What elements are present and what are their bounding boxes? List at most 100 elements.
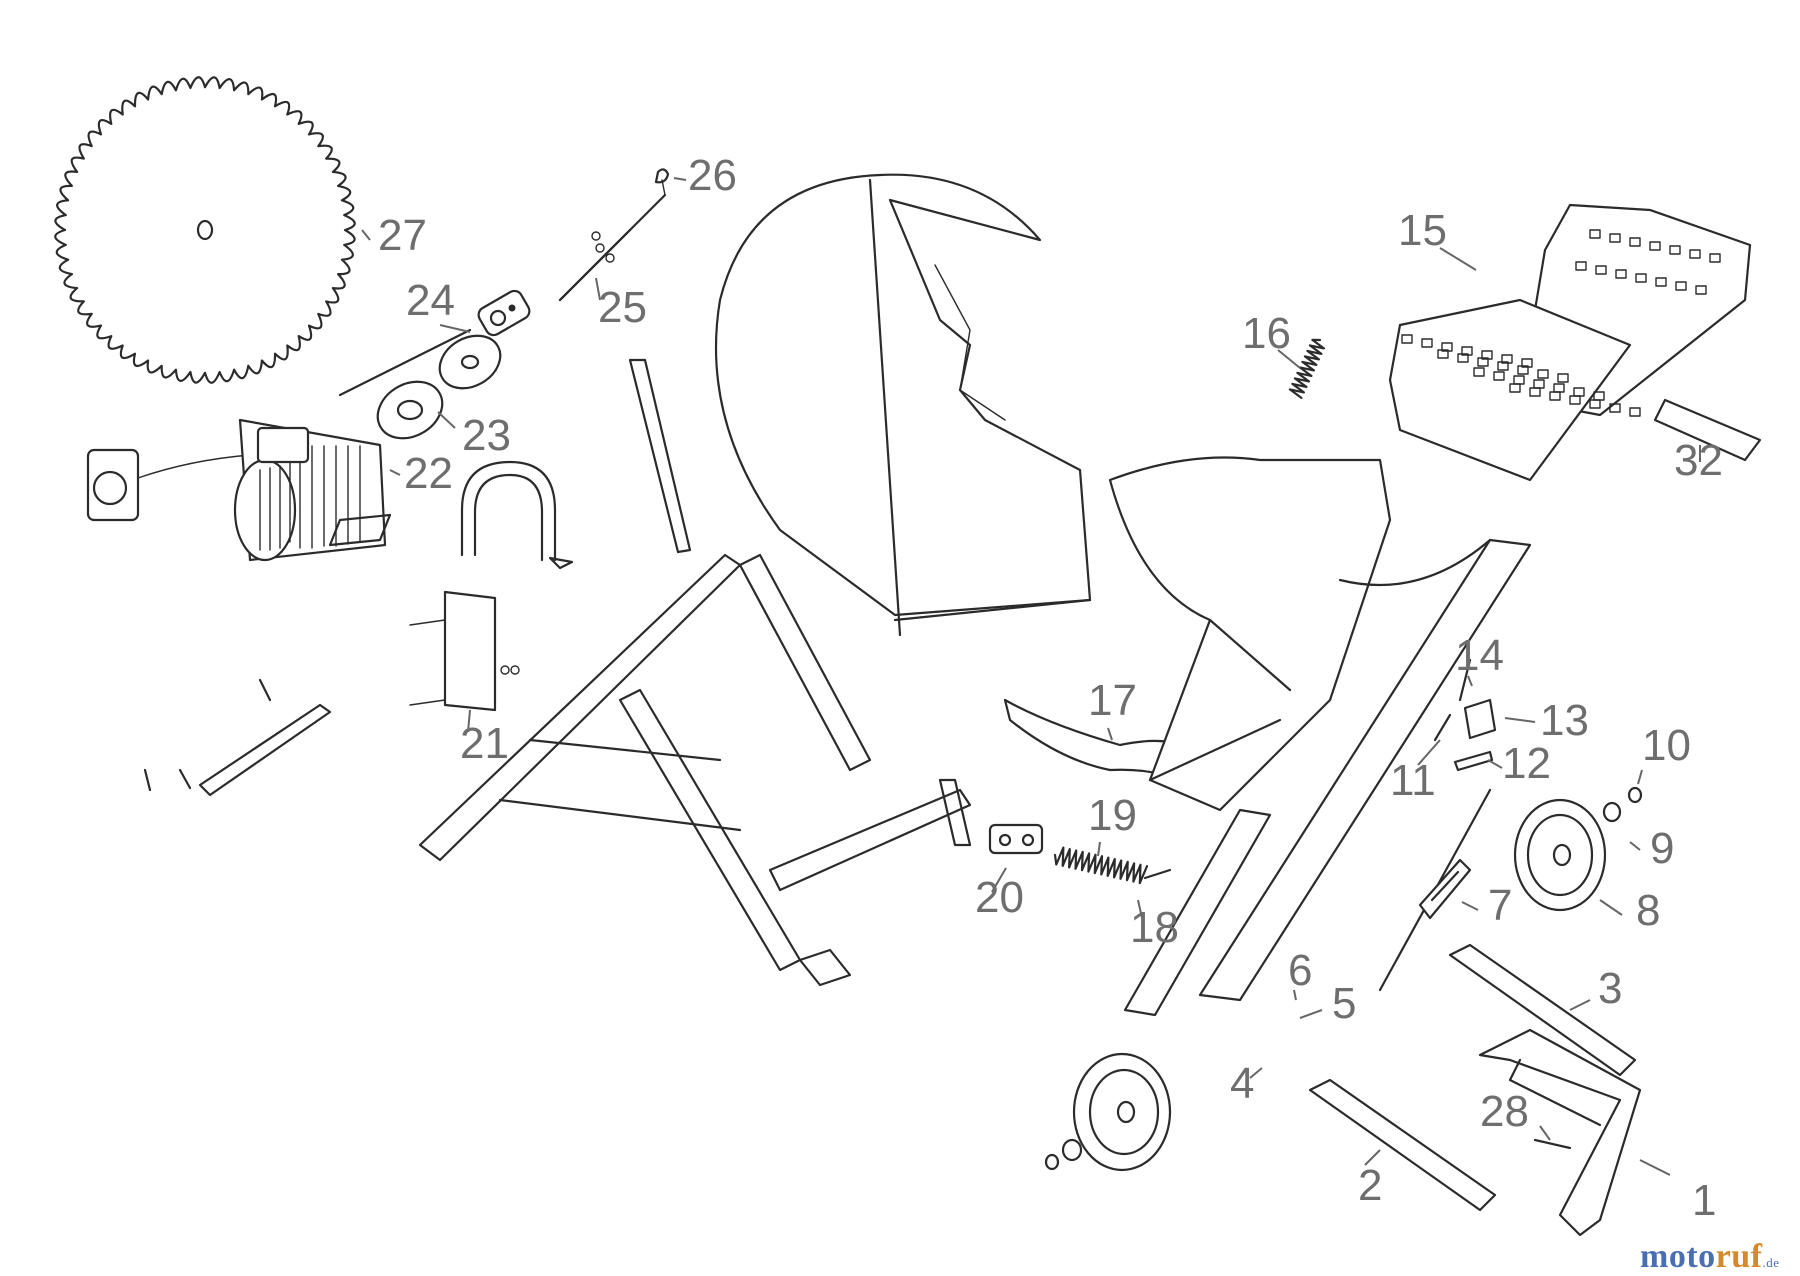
leader-line <box>1439 247 1477 271</box>
grate-hole <box>1595 265 1607 275</box>
leader-line <box>1277 349 1301 369</box>
part-number-label: 14 <box>1455 631 1504 680</box>
part-number-label: 32 <box>1674 436 1723 485</box>
grate-hole <box>1537 369 1549 379</box>
part-number-label: 27 <box>378 211 427 260</box>
grate-hole <box>1557 373 1569 383</box>
part-number-label: 28 <box>1480 1087 1529 1136</box>
grate-hole <box>1655 277 1667 287</box>
leader-line <box>1504 717 1536 723</box>
grate-hole <box>1493 371 1505 381</box>
part-number-label: 19 <box>1088 791 1137 840</box>
part-number-label: 17 <box>1088 676 1137 725</box>
part-number-label: 15 <box>1398 206 1447 255</box>
part-number-label: 6 <box>1288 946 1312 995</box>
leader-line <box>1299 1009 1323 1019</box>
leader-line <box>439 324 471 333</box>
watermark-logo: motoruf.de <box>1640 1238 1780 1275</box>
feed-chute <box>1108 456 1392 812</box>
saw-blade <box>54 76 356 384</box>
mounting-plate <box>409 590 520 712</box>
grate-hole <box>1401 334 1413 344</box>
tension-spring <box>1053 846 1172 885</box>
leader-line <box>673 177 687 181</box>
leader-line <box>361 229 371 241</box>
grate-hole <box>1457 353 1469 363</box>
leader-line <box>1639 1159 1671 1176</box>
part-number-label: 25 <box>598 283 647 332</box>
table-grate-holes <box>1401 229 1721 417</box>
main-frame <box>418 553 972 987</box>
guard-strut <box>628 358 692 554</box>
spindle-pin <box>558 168 670 302</box>
grate-hole <box>1589 229 1601 239</box>
grate-hole <box>1441 342 1453 352</box>
grate-hole <box>1521 358 1533 368</box>
part-number-label: 22 <box>404 449 453 498</box>
grate-hole <box>1649 241 1661 251</box>
part-number-label: 23 <box>462 411 511 460</box>
part-number-label: 8 <box>1636 886 1660 935</box>
grate-hole <box>1481 350 1493 360</box>
part-number-label: 16 <box>1242 309 1291 358</box>
leader-line <box>1637 769 1643 785</box>
part-number-label: 13 <box>1540 696 1589 745</box>
leader-line <box>1461 901 1479 911</box>
leader-line <box>467 709 471 733</box>
spring-plate <box>988 823 1044 855</box>
leader-line <box>1293 989 1297 1001</box>
grate-hole <box>1569 395 1581 405</box>
leader-line <box>1107 727 1113 741</box>
grate-hole <box>1709 253 1721 263</box>
leader-line <box>1487 759 1503 769</box>
grate-hole <box>1575 261 1587 271</box>
leader-line <box>1364 1149 1381 1166</box>
part-number-label: 9 <box>1650 824 1674 873</box>
grate-hole <box>1695 285 1707 295</box>
leader-line <box>1097 841 1101 857</box>
grate-hole <box>1461 346 1473 356</box>
blade-guard <box>714 173 1092 637</box>
grate-hole <box>1549 391 1561 401</box>
leader-line <box>1249 1067 1263 1079</box>
part-number-label: 3 <box>1598 964 1622 1013</box>
leader-line <box>389 469 401 476</box>
motor-strap <box>460 460 574 570</box>
grate-hole <box>1501 354 1513 364</box>
grate-hole <box>1609 233 1621 243</box>
table-spring <box>1288 338 1325 399</box>
grate-hole <box>1635 273 1647 283</box>
part-number-label: 20 <box>975 873 1024 922</box>
grate-hole <box>1473 367 1485 377</box>
base-plate <box>143 678 332 797</box>
part-number-label: 1 <box>1692 1176 1716 1225</box>
grate-hole <box>1615 269 1627 279</box>
leader-line <box>437 411 456 429</box>
grate-hole <box>1509 383 1521 393</box>
electric-motor <box>86 418 392 562</box>
grate-hole <box>1497 361 1509 371</box>
grate-hole <box>1609 403 1621 413</box>
part-number-label: 7 <box>1488 881 1512 930</box>
part-number-label: 26 <box>688 151 737 200</box>
part-number-label: 21 <box>460 719 509 768</box>
part-number-label: 18 <box>1130 903 1179 952</box>
grate-hole <box>1437 349 1449 359</box>
grate-hole <box>1689 249 1701 259</box>
leader-line <box>991 867 1007 893</box>
leader-line <box>1417 739 1441 766</box>
shaft-assembly <box>558 228 632 302</box>
leader-line <box>1137 899 1143 919</box>
grate-hole <box>1629 237 1641 247</box>
leader-line <box>1629 841 1641 851</box>
part-number-label: 2 <box>1358 1161 1382 1210</box>
grate-hole <box>1477 357 1489 367</box>
wheel-bracket <box>1418 858 1472 920</box>
leader-line <box>1569 999 1591 1011</box>
grate-hole <box>1669 245 1681 255</box>
leader-line <box>595 277 601 301</box>
leader-line <box>1467 675 1473 687</box>
part-number-label: 24 <box>406 276 455 325</box>
